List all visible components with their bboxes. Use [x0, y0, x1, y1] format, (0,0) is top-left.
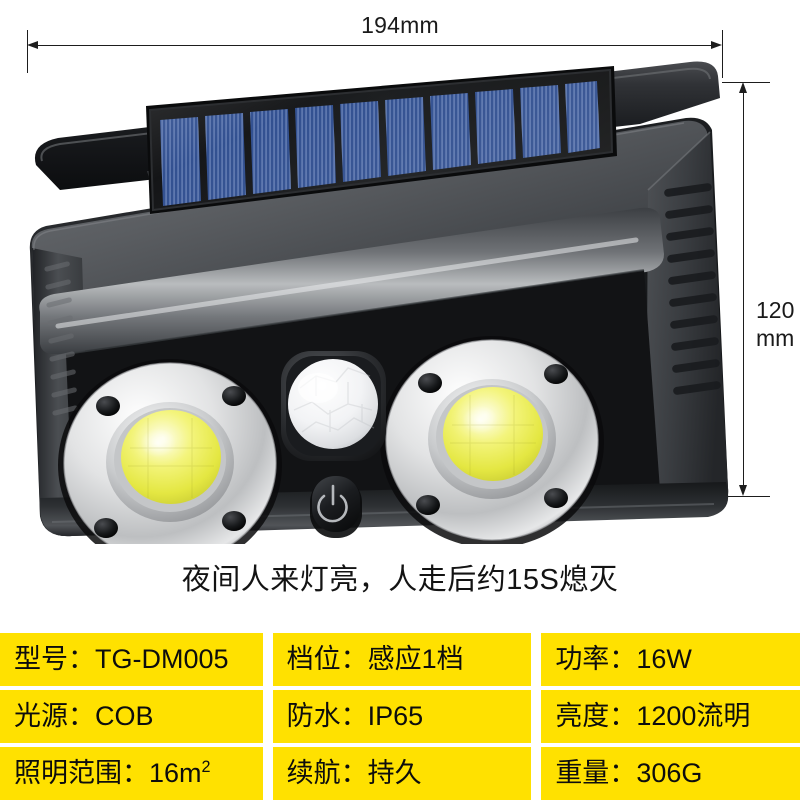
- spec-value: 16m2: [149, 758, 211, 788]
- heat-vent-slots-right: [664, 183, 721, 395]
- heat-vent-slots-left: [44, 261, 78, 416]
- spec-label: 防水：: [286, 701, 368, 731]
- spec-cell-light-source: 光源：COB: [0, 690, 263, 743]
- lamp-screws-left: [94, 386, 246, 538]
- spec-label: 照明范围：: [14, 758, 149, 788]
- spec-label: 型号：: [14, 644, 95, 674]
- spec-cell-waterproof: 防水：IP65: [272, 690, 532, 743]
- height-extension-line-bottom: [713, 496, 770, 497]
- height-dimension-label: 120 mm: [756, 296, 800, 352]
- spec-cell-runtime: 续航：持久: [272, 747, 532, 800]
- spec-value: 感应1档: [367, 644, 464, 674]
- spec-label: 续航：: [286, 758, 368, 788]
- width-dimension-label: 194mm: [361, 12, 439, 38]
- power-button[interactable]: [310, 476, 362, 538]
- spec-row: 光源：COB 防水：IP65 亮度：1200流明: [0, 690, 800, 743]
- spec-row: 型号：TG-DM005 档位：感应1档 功率：16W: [0, 633, 800, 686]
- width-dimension-line: [33, 45, 717, 46]
- spec-label: 光源：: [14, 701, 95, 731]
- height-arrow-down-icon: [739, 485, 747, 496]
- width-extension-line-right: [722, 30, 723, 78]
- spec-value: 16W: [636, 644, 692, 674]
- spec-cell-weight: 重量：306G: [541, 747, 800, 800]
- lamp-screws-right: [416, 364, 568, 515]
- spec-label: 功率：: [555, 644, 637, 674]
- spec-value: 306G: [636, 758, 703, 788]
- spec-value: IP65: [367, 701, 424, 731]
- product-image: [0, 58, 740, 544]
- spec-value: TG-DM005: [95, 644, 229, 674]
- spec-value: COB: [95, 701, 154, 731]
- spec-row: 照明范围：16m2 续航：持久 重量：306G: [0, 747, 800, 800]
- spec-cell-coverage: 照明范围：16m2: [0, 747, 263, 800]
- spec-label: 亮度：: [555, 701, 637, 731]
- height-dimension-line: [743, 88, 744, 490]
- cob-led-left: [58, 359, 282, 544]
- spec-cell-mode: 档位：感应1档: [272, 633, 532, 686]
- power-icon: [317, 484, 348, 523]
- spec-table: 型号：TG-DM005 档位：感应1档 功率：16W 光源：COB 防水：IP6…: [0, 633, 800, 800]
- product-caption: 夜间人来灯亮，人走后约15S熄灭: [181, 564, 619, 596]
- height-dimension-unit: mm: [756, 325, 795, 351]
- width-arrow-right-icon: [711, 41, 722, 49]
- height-arrow-up-icon: [739, 82, 747, 93]
- pir-motion-sensor: [281, 351, 386, 461]
- spec-cell-model: 型号：TG-DM005: [0, 633, 263, 686]
- spec-value: 1200流明: [636, 701, 751, 731]
- solar-panel: [146, 66, 617, 214]
- cob-led-right: [380, 336, 604, 544]
- spec-cell-power: 功率：16W: [541, 633, 800, 686]
- width-arrow-left-icon: [27, 41, 38, 49]
- spec-label: 重量：: [555, 758, 637, 788]
- width-extension-line-left: [27, 30, 28, 73]
- height-dimension-value: 120: [756, 297, 795, 323]
- spec-label: 档位：: [286, 644, 368, 674]
- spec-cell-brightness: 亮度：1200流明: [541, 690, 800, 743]
- spec-value: 持久: [367, 758, 422, 788]
